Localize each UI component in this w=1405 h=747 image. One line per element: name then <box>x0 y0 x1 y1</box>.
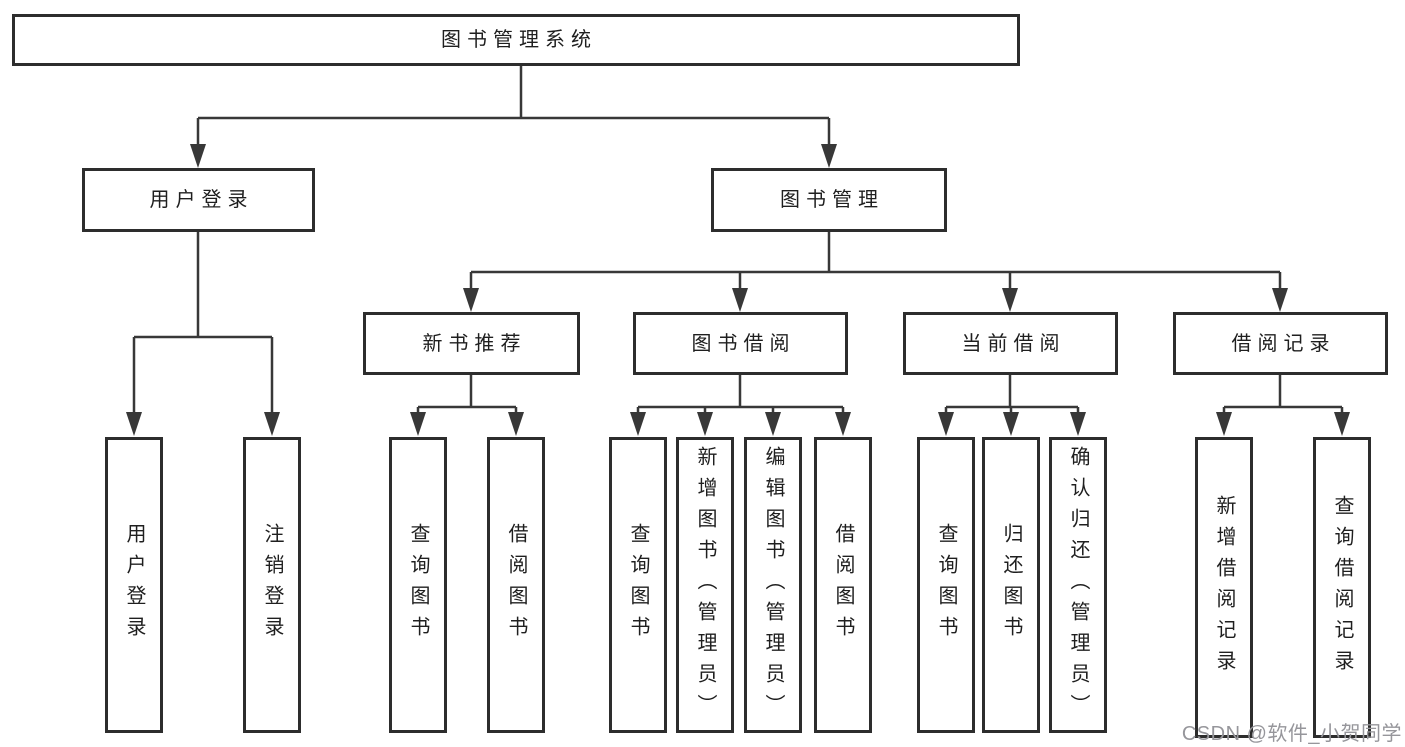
node-new-book-recommend: 新书推荐 <box>363 312 580 375</box>
watermark: CSDN @软件_小贺同学 <box>1181 723 1402 745</box>
leaf-edit-book-admin: 编辑图书（管理员） <box>744 437 802 733</box>
leaf-confirm-return-admin: 确认归还（管理员） <box>1049 437 1107 733</box>
leaf-query-book-recommend: 查询图书 <box>389 437 447 733</box>
node-root: 图书管理系统 <box>12 14 1020 66</box>
node-borrow-records: 借阅记录 <box>1173 312 1388 375</box>
leaf-query-borrow-record: 查询借阅记录 <box>1313 437 1371 738</box>
leaf-query-book-current: 查询图书 <box>917 437 975 733</box>
leaf-query-book-borrow: 查询图书 <box>609 437 667 733</box>
leaf-add-book-admin: 新增图书（管理员） <box>676 437 734 733</box>
leaf-borrow-book-recommend: 借阅图书 <box>487 437 545 733</box>
node-user-login: 用户登录 <box>82 168 315 232</box>
leaf-add-borrow-record: 新增借阅记录 <box>1195 437 1253 738</box>
node-book-borrow: 图书借阅 <box>633 312 848 375</box>
node-book-management: 图书管理 <box>711 168 947 232</box>
leaf-user-login: 用户登录 <box>105 437 163 733</box>
leaf-borrow-book: 借阅图书 <box>814 437 872 733</box>
leaf-logout: 注销登录 <box>243 437 301 733</box>
node-current-borrow: 当前借阅 <box>903 312 1118 375</box>
leaf-return-book: 归还图书 <box>982 437 1040 733</box>
